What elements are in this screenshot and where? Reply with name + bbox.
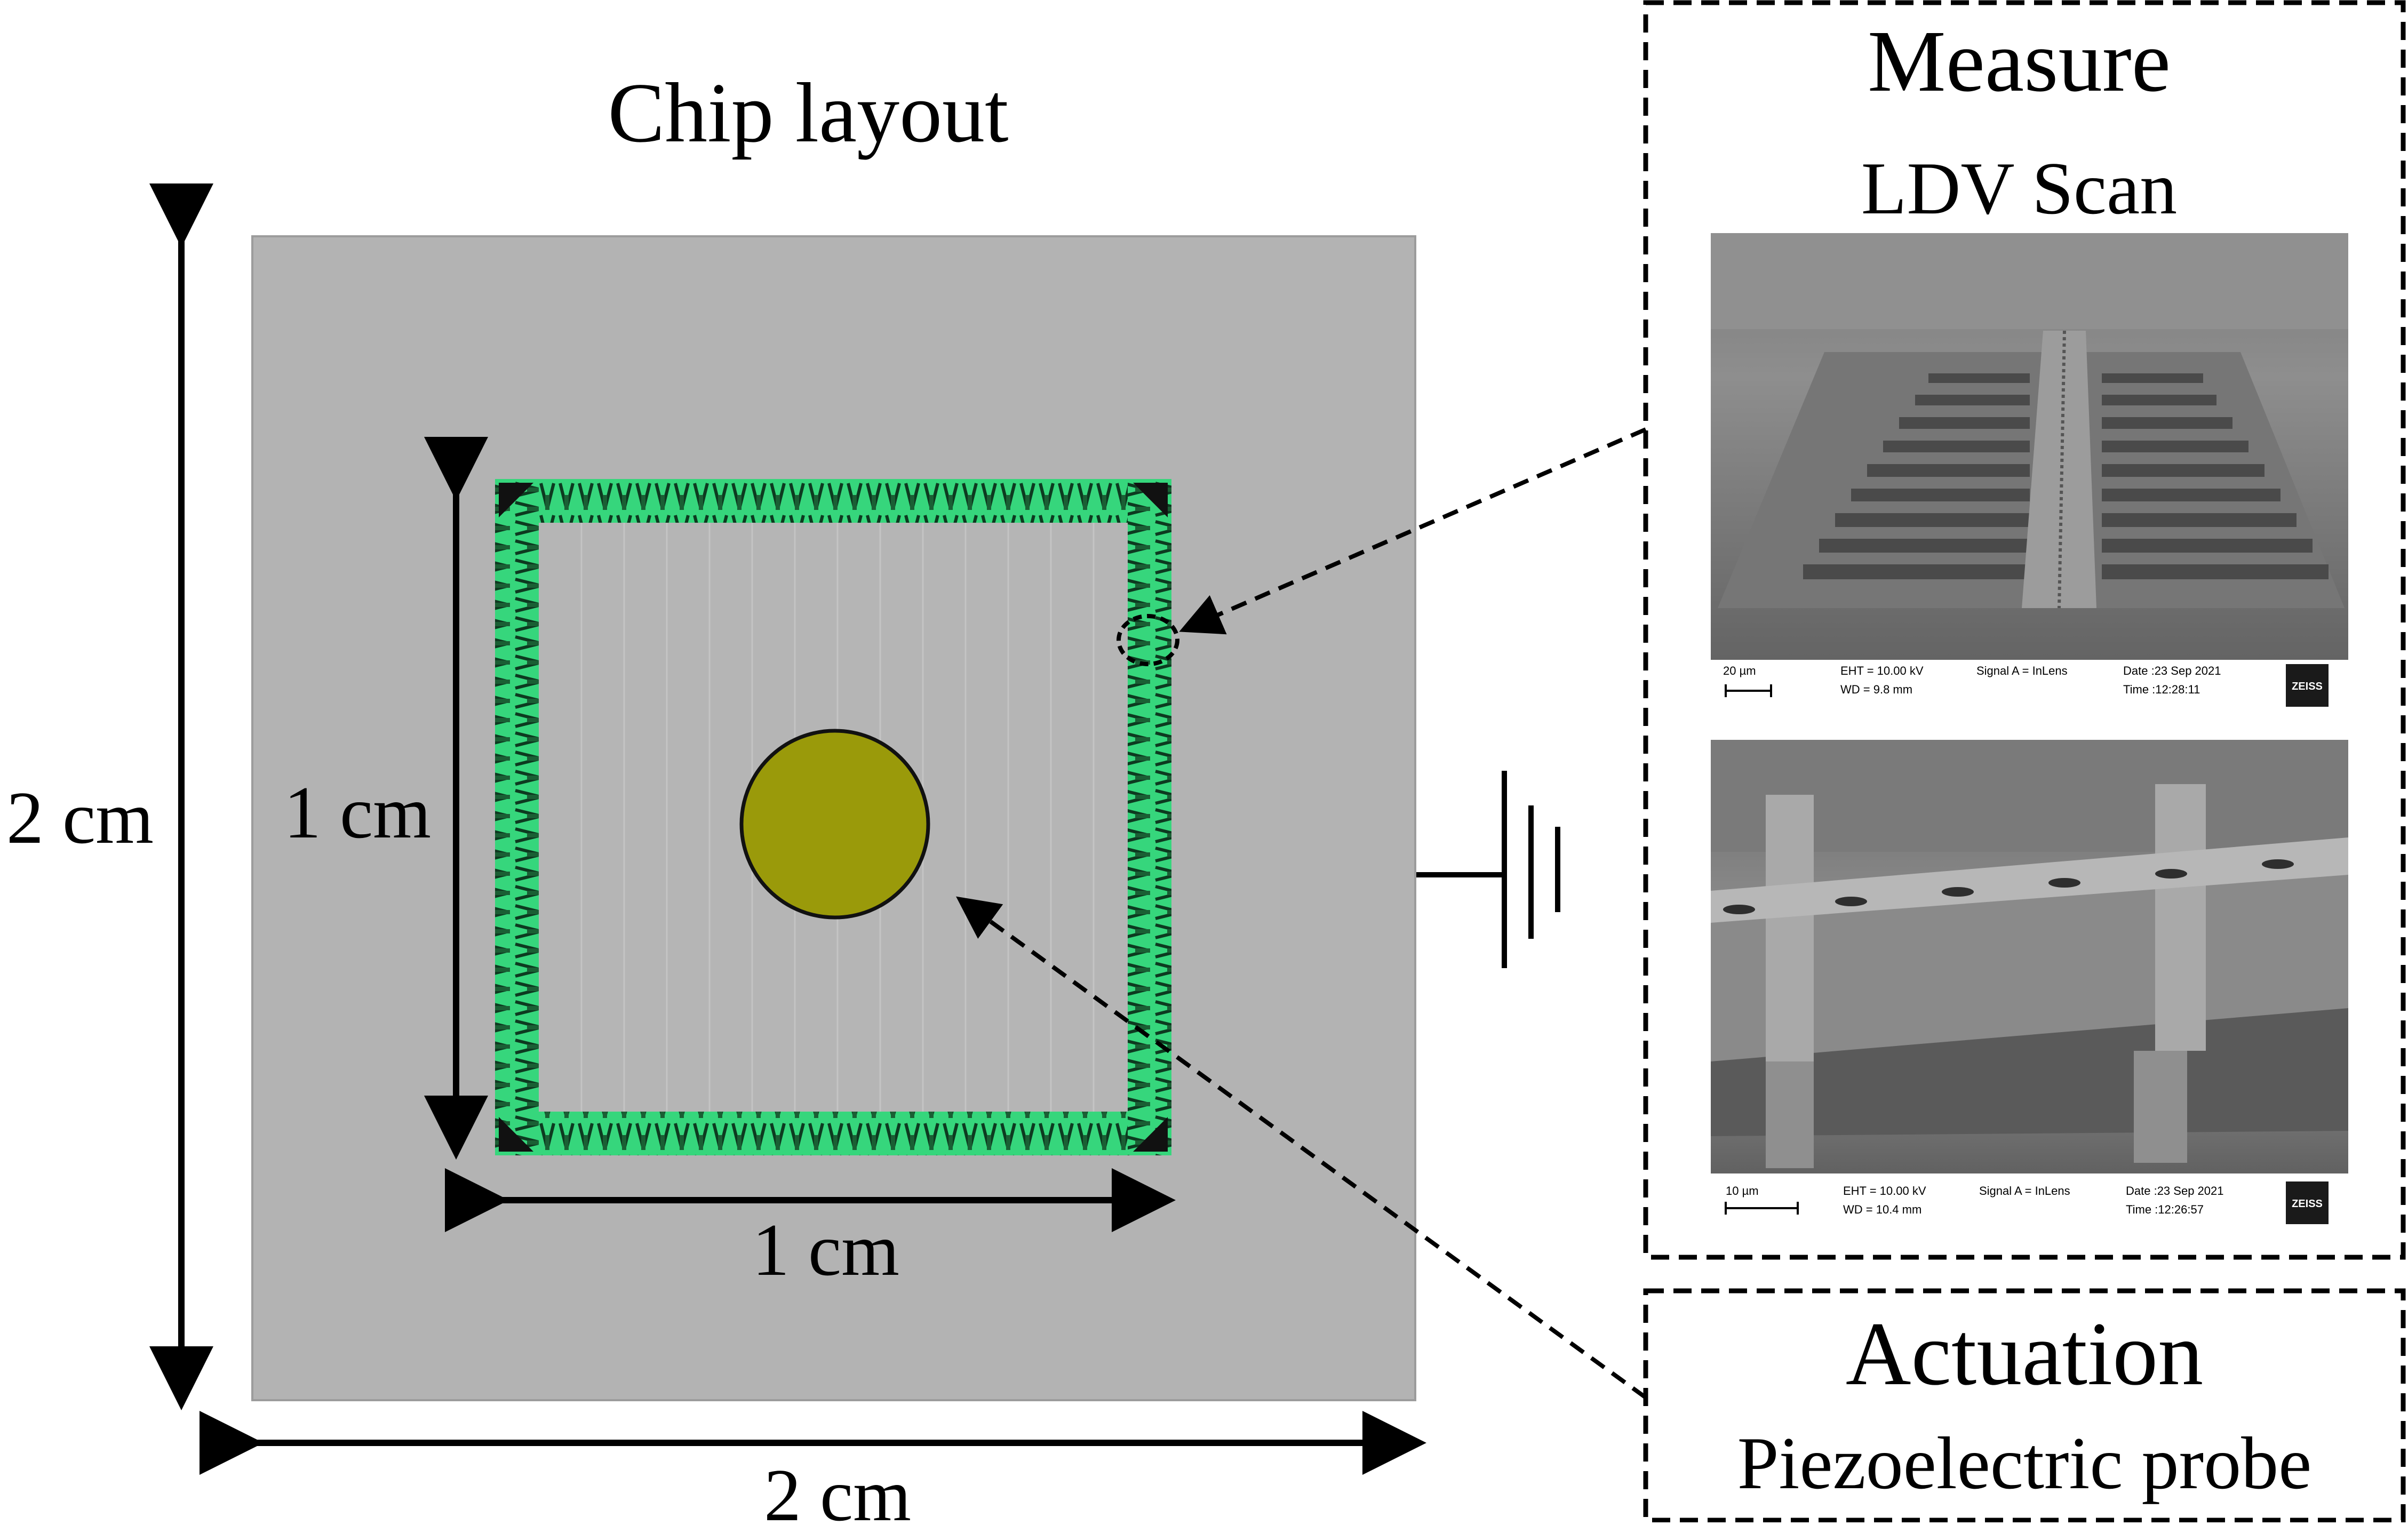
sem-bottom-eht: EHT = 10.00 kV bbox=[1843, 1184, 1926, 1197]
actuation-title: Actuation bbox=[1846, 1304, 2203, 1404]
sem-top-brand: ZEISS bbox=[2292, 681, 2323, 692]
sem-top-date: Date :23 Sep 2021 bbox=[2123, 664, 2221, 677]
piezo-pad bbox=[739, 729, 930, 920]
sem-top-time: Time :12:28:11 bbox=[2123, 683, 2200, 696]
measure-pointer-arrow bbox=[1179, 427, 1647, 635]
sem-bottom-time: Time :12:26:57 bbox=[2126, 1203, 2204, 1216]
inner-dim-label-h: 1 cm bbox=[752, 1209, 899, 1291]
sem-bottom-wd: WD = 10.4 mm bbox=[1843, 1203, 1921, 1216]
sem-bottom-signal: Signal A = InLens bbox=[1979, 1184, 2070, 1197]
sem-bottom-date: Date :23 Sep 2021 bbox=[2126, 1184, 2223, 1197]
sem-top-eht: EHT = 10.00 kV bbox=[1840, 664, 1924, 677]
inner-dim-label-v: 1 cm bbox=[284, 771, 431, 854]
sem-image-bottom: 10 µm EHT = 10.00 kV WD = 10.4 mm Signal… bbox=[1711, 740, 2348, 1236]
actuation-box bbox=[1643, 1288, 2406, 1523]
measure-box bbox=[1643, 0, 2406, 1260]
sem-bottom-brand: ZEISS bbox=[2292, 1198, 2323, 1210]
sem-bottom-scale: 10 µm bbox=[1726, 1184, 1759, 1197]
outer-dim-label-h: 2 cm bbox=[764, 1454, 911, 1522]
sem-top-scale: 20 µm bbox=[1723, 664, 1756, 677]
outer-dim-label-v: 2 cm bbox=[6, 777, 154, 859]
measure-title: Measure bbox=[1868, 12, 2171, 110]
measure-spot-marker bbox=[1117, 614, 1179, 666]
chip-title: Chip layout bbox=[608, 65, 1008, 160]
measure-subtitle: LDV Scan bbox=[1861, 147, 2177, 230]
sem-image-top: 20 µm EHT = 10.00 kV WD = 9.8 mm Signal … bbox=[1711, 233, 2348, 713]
sem-top-signal: Signal A = InLens bbox=[1976, 664, 2068, 677]
ground-symbol bbox=[1416, 771, 1560, 968]
actuation-pointer-arrow bbox=[956, 896, 1647, 1400]
sem-top-wd: WD = 9.8 mm bbox=[1840, 683, 1912, 696]
chip-ring bbox=[495, 479, 1171, 1155]
actuation-subtitle: Piezoelectric probe bbox=[1737, 1422, 2312, 1505]
